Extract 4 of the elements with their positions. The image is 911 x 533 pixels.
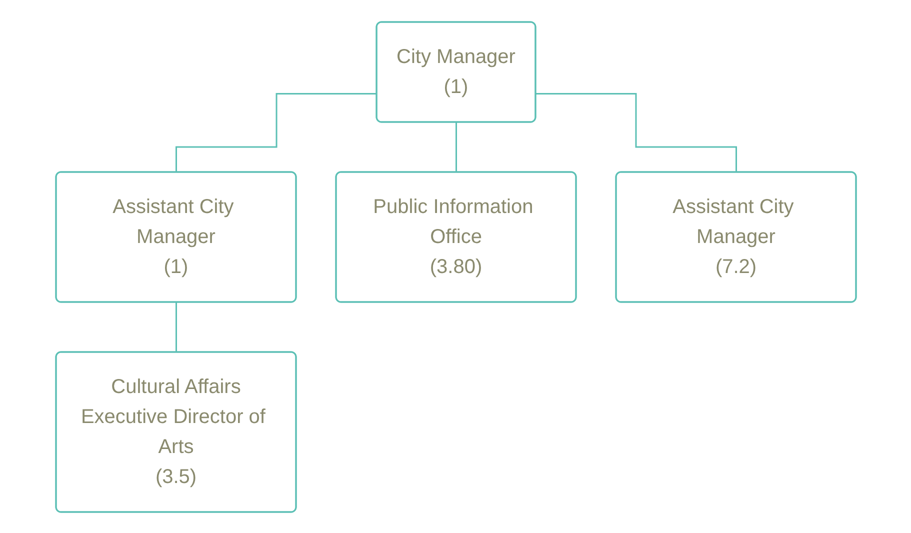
connector bbox=[455, 121, 457, 173]
connector bbox=[535, 92, 737, 173]
connector bbox=[175, 92, 377, 173]
connector bbox=[175, 301, 177, 353]
